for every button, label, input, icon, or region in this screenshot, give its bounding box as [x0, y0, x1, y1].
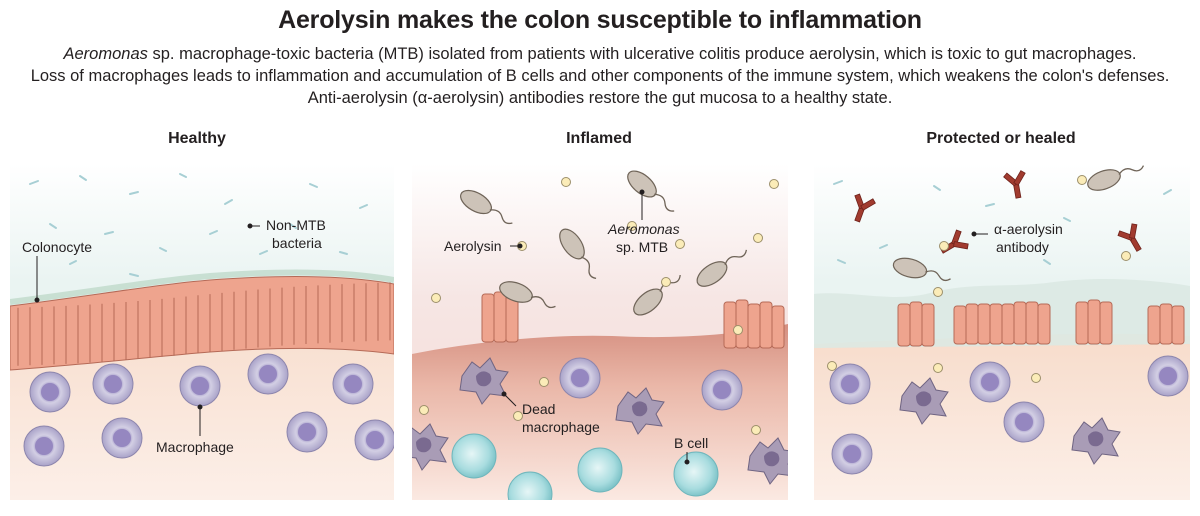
subtitle-line-2: Loss of macrophages leads to inflammatio… [30, 67, 1170, 85]
macrophage-leader-dot [197, 404, 203, 410]
label-mtb-2: sp. MTB [616, 239, 668, 255]
panel-healthy: Colonocyte Non-MTB bacteria Macrophage [10, 164, 394, 500]
colonocyte-layer [10, 276, 394, 371]
label-aerolysin: Aerolysin [444, 238, 502, 254]
colonocytes [897, 299, 1185, 347]
label-colonocyte: Colonocyte [22, 239, 92, 255]
subtitle-genus: Aeromonas [63, 45, 148, 63]
non-mtb-leader-dot [247, 223, 253, 229]
subtitle-line-1: Aeromonas sp. macrophage-toxic bacteria … [0, 44, 1200, 65]
mucosa [814, 333, 1190, 500]
aerolysin-leader-dot [517, 243, 523, 249]
label-non-mtb-2: bacteria [272, 235, 322, 251]
panel-title-healthy: Healthy [168, 130, 226, 147]
label-non-mtb-1: Non-MTB [266, 217, 326, 233]
subtitle-line-1-text: sp. macrophage-toxic bacteria (MTB) isol… [147, 45, 1137, 63]
panel-protected: α-aerolysin antibody [814, 164, 1190, 500]
subtitle-line-3: Anti-aerolysin (α-aerolysin) antibodies … [307, 89, 893, 107]
label-antibody-1: α-aerolysin [994, 221, 1063, 237]
panel-title-protected: Protected or healed [926, 130, 1076, 147]
colonocyte-cells [17, 282, 391, 366]
panel-inflamed: Aerolysin Aeromonas sp. MTB Dead macroph… [412, 164, 788, 500]
b-cell-leader-dot [684, 459, 690, 465]
label-dead-1: Dead [522, 401, 555, 417]
damaged-colonocytes [481, 291, 785, 349]
figure-title: Aerolysin makes the colon susceptible to… [278, 6, 922, 34]
colonocyte-leader-dot [34, 297, 40, 303]
label-dead-2: macrophage [522, 419, 600, 435]
label-b-cell: B cell [674, 435, 708, 451]
label-antibody-2: antibody [996, 239, 1049, 255]
non-mtb-bacteria [833, 180, 1172, 265]
antibody-leader-dot [971, 231, 977, 237]
mucus-layer [10, 269, 394, 305]
panel-title-inflamed: Inflamed [566, 130, 632, 147]
mtb-leader-dot [639, 189, 645, 195]
label-mtb-1: Aeromonas [607, 221, 680, 237]
non-mtb-bacteria [29, 173, 368, 277]
dead-macrophage-leader-dot [501, 391, 507, 397]
label-macrophage: Macrophage [156, 439, 234, 455]
dead-macrophage-leader [503, 393, 517, 407]
